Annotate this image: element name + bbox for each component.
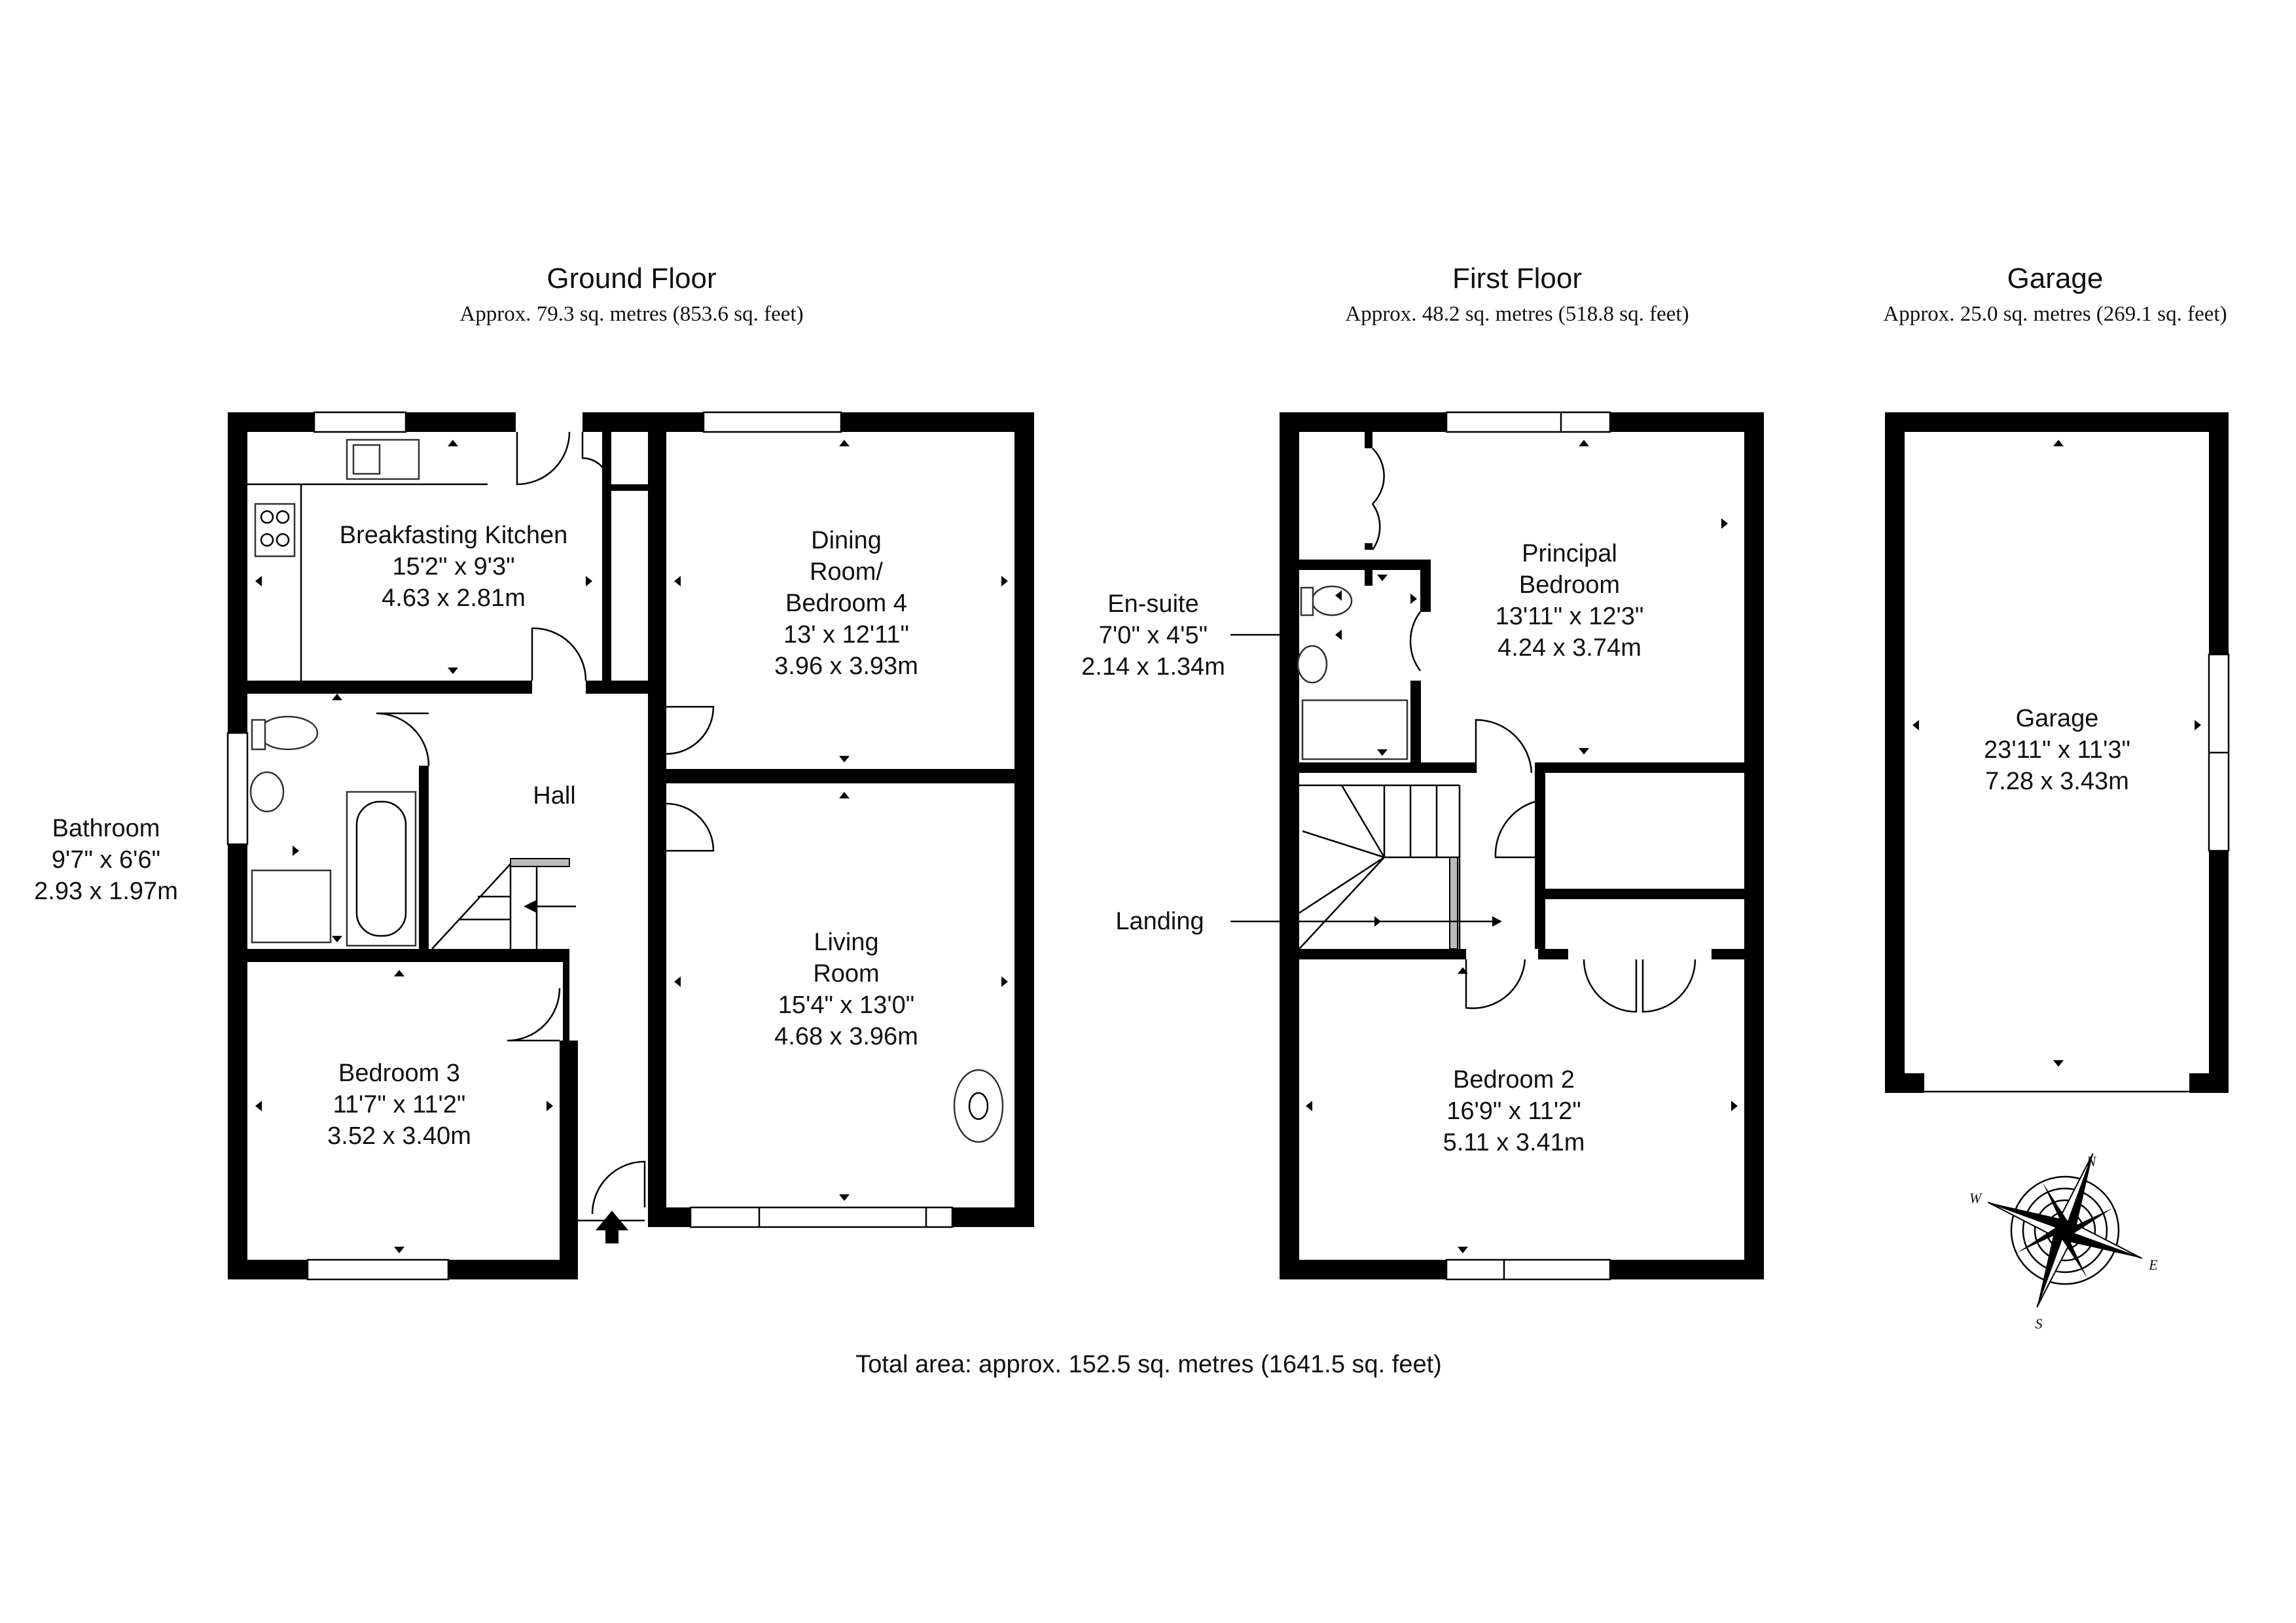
garage-plan xyxy=(1885,412,2230,1093)
bathroom-imperial: 9'7" x 6'6" xyxy=(52,846,160,874)
garage-metric: 7.28 x 3.43m xyxy=(1985,768,2129,795)
kitchen-name: Breakfasting Kitchen xyxy=(340,522,568,549)
principal-metric: 4.24 x 3.74m xyxy=(1498,634,1641,662)
bedroom3-name: Bedroom 3 xyxy=(338,1060,460,1087)
garage-area: Approx. 25.0 sq. metres (269.1 sq. feet) xyxy=(1883,302,2227,326)
compass-rose-icon xyxy=(1988,1153,2142,1308)
ground-floor-title: Ground Floor xyxy=(547,262,716,294)
bedroom3-imperial: 11'7" x 11'2" xyxy=(333,1091,466,1118)
dining-name-3: Bedroom 4 xyxy=(785,590,907,617)
ground-floor-area: Approx. 79.3 sq. metres (853.6 sq. feet) xyxy=(459,302,803,326)
ensuite-name: En-suite xyxy=(1107,590,1198,618)
ensuite-imperial: 7'0" x 4'5" xyxy=(1099,622,1208,649)
principal-name-2: Bedroom xyxy=(1519,571,1620,599)
ground-floor-plan xyxy=(226,411,1034,1281)
compass-e: E xyxy=(2148,1257,2158,1273)
first-floor-title: First Floor xyxy=(1452,262,1582,294)
kitchen-imperial: 15'2" x 9'3" xyxy=(392,553,514,580)
garage-name: Garage xyxy=(2016,705,2099,732)
garage-title: Garage xyxy=(2007,262,2104,294)
bedroom2-imperial: 16'9" x 11'2" xyxy=(1446,1097,1581,1125)
dining-imperial: 13' x 12'11" xyxy=(783,621,909,649)
kitchen-metric: 4.63 x 2.81m xyxy=(382,584,526,612)
living-name-1: Living xyxy=(814,929,878,956)
first-floor-plan xyxy=(1280,411,1764,1281)
dining-metric: 3.96 x 3.93m xyxy=(774,652,918,680)
ensuite-metric: 2.14 x 1.34m xyxy=(1081,653,1225,681)
dining-name-1: Dining xyxy=(811,527,882,554)
living-name-2: Room xyxy=(813,960,879,988)
total-area: Total area: approx. 152.5 sq. metres (16… xyxy=(855,1351,1442,1378)
compass-s: S xyxy=(2036,1315,2043,1332)
compass-w: W xyxy=(1969,1190,1982,1206)
principal-name-1: Principal xyxy=(1522,540,1617,567)
bedroom2-metric: 5.11 x 3.41m xyxy=(1443,1129,1585,1156)
living-imperial: 15'4" x 13'0" xyxy=(778,991,914,1019)
principal-imperial: 13'11" x 12'3" xyxy=(1496,603,1644,630)
garage-imperial: 23'11" x 11'3" xyxy=(1984,736,2130,764)
first-floor-area: Approx. 48.2 sq. metres (518.8 sq. feet) xyxy=(1345,302,1689,326)
living-metric: 4.68 x 3.96m xyxy=(774,1023,918,1050)
bathroom-name: Bathroom xyxy=(52,815,160,842)
bathroom-metric: 2.93 x 1.97m xyxy=(34,878,178,905)
compass-n: N xyxy=(2086,1153,2097,1169)
hall-name: Hall xyxy=(533,782,575,810)
dining-name-2: Room/ xyxy=(810,558,883,586)
bedroom3-metric: 3.52 x 3.40m xyxy=(327,1122,471,1150)
bedroom2-name: Bedroom 2 xyxy=(1453,1066,1575,1094)
landing-name: Landing xyxy=(1115,908,1204,935)
